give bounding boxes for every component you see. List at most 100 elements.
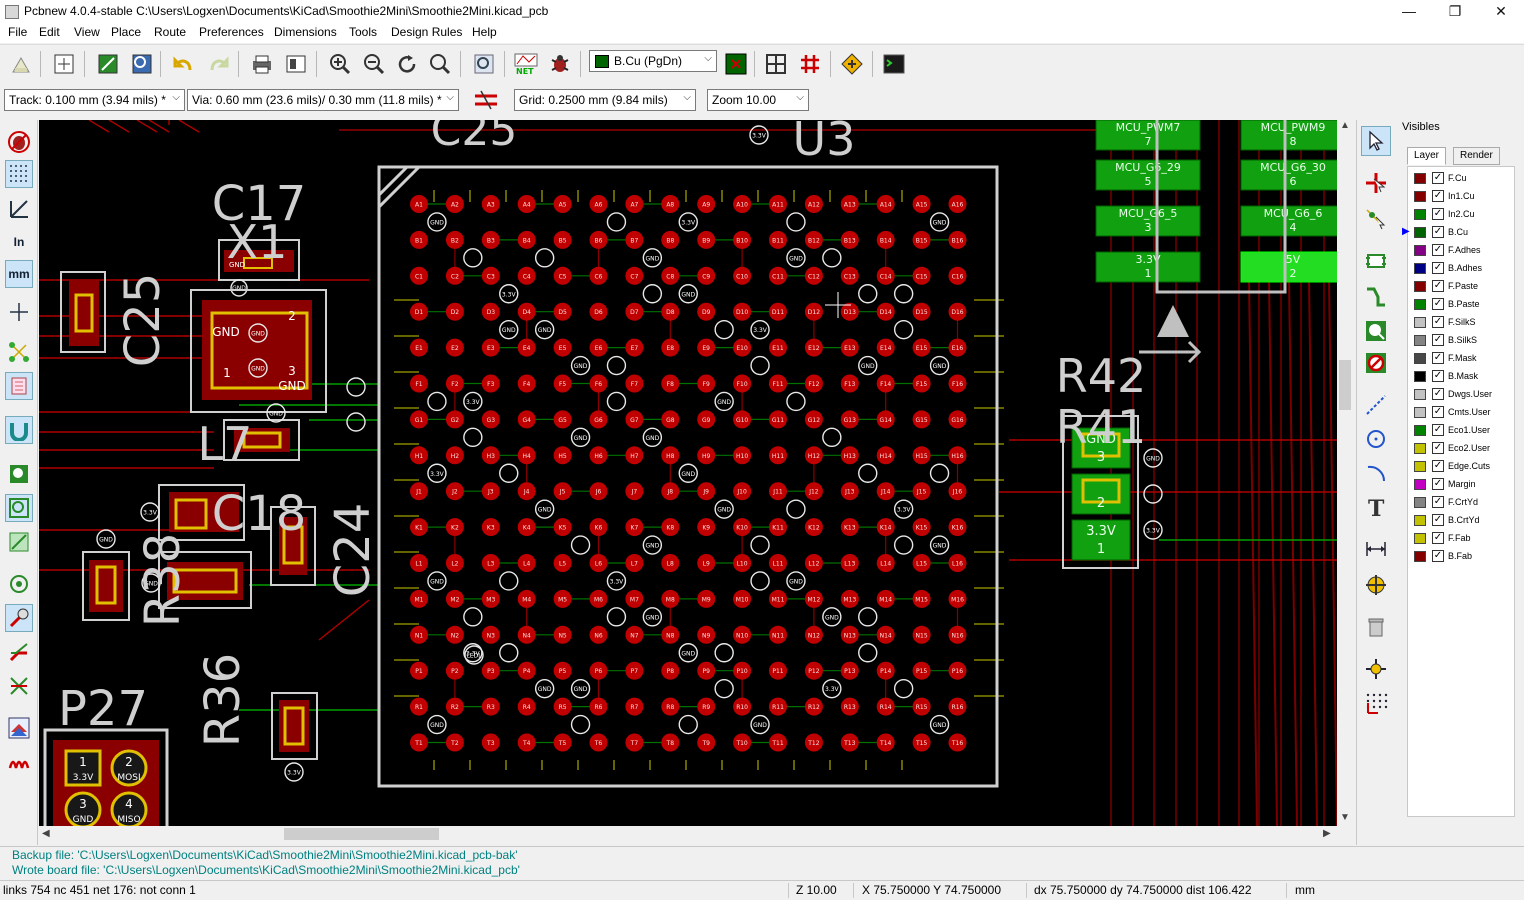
highlight-net-button[interactable] [1361,168,1391,198]
layer-row-f-mask[interactable]: ✓F.Mask [1408,350,1514,368]
local-ratsnest-button[interactable] [1361,204,1391,234]
drc-button[interactable] [546,50,574,78]
add-target-button[interactable] [1361,570,1391,600]
auto-track-width-button[interactable] [472,86,500,114]
grid-select[interactable]: Grid: 0.2500 mm (9.84 mils) ⌵ [514,89,696,111]
layer-color-swatch[interactable] [1414,353,1426,364]
vias-sketch-button[interactable] [5,604,33,632]
layer-visible-checkbox[interactable]: ✓ [1432,532,1444,544]
layer-row-f-fab[interactable]: ✓F.Fab [1408,530,1514,548]
layer-visible-checkbox[interactable]: ✓ [1432,352,1444,364]
select-tool-button[interactable] [1361,126,1391,156]
undo-button[interactable] [170,50,198,78]
layer-visible-checkbox[interactable]: ✓ [1432,262,1444,274]
layer-color-swatch[interactable] [1414,497,1426,508]
layer-color-swatch[interactable] [1414,263,1426,274]
layer-visible-checkbox[interactable]: ✓ [1432,280,1444,292]
add-line-button[interactable] [1361,390,1391,420]
add-zone-button[interactable] [1361,316,1391,346]
menu-tools[interactable]: Tools [349,25,378,39]
layer-color-swatch[interactable] [1414,461,1426,472]
vscroll-thumb[interactable] [1339,360,1351,410]
layer-visible-checkbox[interactable]: ✓ [1432,208,1444,220]
scroll-down-icon[interactable]: ▼ [1340,812,1350,823]
auto-delete-track-button[interactable] [5,416,33,444]
layer-row-edge-cuts[interactable]: ✓Edge.Cuts [1408,458,1514,476]
show-microwave-button[interactable] [762,50,790,78]
show-zones-button[interactable] [5,460,33,488]
show-zones-outline-button[interactable] [5,494,33,522]
layer-visible-checkbox[interactable]: ✓ [1432,424,1444,436]
layer-row-eco1-user[interactable]: ✓Eco1.User [1408,422,1514,440]
show-ratsnest-button[interactable] [5,338,33,366]
layer-row-f-cu[interactable]: ✓F.Cu [1408,170,1514,188]
layer-row-f-paste[interactable]: ✓F.Paste [1408,278,1514,296]
close-button[interactable]: ✕ [1495,3,1507,19]
layer-visible-checkbox[interactable]: ✓ [1432,370,1444,382]
layer-visible-checkbox[interactable]: ✓ [1432,190,1444,202]
track-width-select[interactable]: Track: 0.100 mm (3.94 mils) * ⌵ [4,89,185,111]
add-arc-button[interactable] [1361,458,1391,488]
menu-design-rules[interactable]: Design Rules [391,25,463,39]
menu-route[interactable]: Route [154,25,187,39]
units-inch-button[interactable]: In [13,235,25,249]
new-board-button[interactable] [7,50,35,78]
layer-row-cmts-user[interactable]: ✓Cmts.User [1408,404,1514,422]
layer-row-b-paste[interactable]: ✓B.Paste [1408,296,1514,314]
find-button[interactable] [470,50,498,78]
zoom-in-button[interactable] [326,50,354,78]
menu-view[interactable]: View [74,25,100,39]
layer-row-in1-cu[interactable]: ✓In1.Cu [1408,188,1514,206]
drc-off-button[interactable] [5,128,33,156]
print-button[interactable] [248,50,276,78]
set-drill-origin-button[interactable] [1361,654,1391,684]
minimize-button[interactable]: — [1402,3,1416,19]
layer-color-swatch[interactable] [1414,407,1426,418]
high-contrast-button[interactable] [5,672,33,700]
netlist-button[interactable]: NET [512,50,540,78]
maximize-button[interactable]: ❐ [1448,3,1462,19]
layer-visible-checkbox[interactable]: ✓ [1432,298,1444,310]
layer-row-margin[interactable]: ✓Margin [1408,476,1514,494]
via-size-select[interactable]: Via: 0.60 mm (23.6 mils)/ 0.30 mm (11.8 … [187,89,459,111]
layer-color-swatch[interactable] [1414,335,1426,346]
layer-color-swatch[interactable] [1414,551,1426,562]
layer-row-b-adhes[interactable]: ✓B.Adhes [1408,260,1514,278]
cursor-shape-button[interactable] [5,298,33,326]
scroll-up-icon[interactable]: ▲ [1340,120,1350,131]
tab-render[interactable]: Render [1453,147,1500,165]
layer-visible-checkbox[interactable]: ✓ [1432,478,1444,490]
page-settings-button[interactable] [50,50,78,78]
autoplace-button[interactable] [796,50,824,78]
hide-zones-button[interactable] [5,528,33,556]
layer-visible-checkbox[interactable]: ✓ [1432,550,1444,562]
scroll-right-icon[interactable]: ▶ [1323,828,1331,839]
layer-visible-checkbox[interactable]: ✓ [1432,460,1444,472]
layer-color-swatch[interactable] [1414,389,1426,400]
layer-color-swatch[interactable] [1414,173,1426,184]
layer-color-swatch[interactable] [1414,209,1426,220]
layer-color-swatch[interactable] [1414,299,1426,310]
show-grid-button[interactable] [5,160,33,188]
scroll-left-icon[interactable]: ◀ [42,828,50,839]
tab-layer[interactable]: Layer [1407,147,1447,165]
layer-color-swatch[interactable] [1414,443,1426,454]
layer-row-eco2-user[interactable]: ✓Eco2.User [1408,440,1514,458]
layer-row-b-cu[interactable]: ▶✓B.Cu [1402,224,1514,242]
module-ratsnest-button[interactable] [5,372,33,400]
layer-color-swatch[interactable] [1414,479,1426,490]
layer-visible-checkbox[interactable]: ✓ [1432,514,1444,526]
layer-visible-checkbox[interactable]: ✓ [1432,496,1444,508]
layer-color-swatch[interactable] [1414,371,1426,382]
layer-row-f-silks[interactable]: ✓F.SilkS [1408,314,1514,332]
delete-tool-button[interactable] [1361,612,1391,642]
menu-file[interactable]: File [8,25,28,39]
canvas-vertical-scrollbar[interactable]: ▲ ▼ [1337,120,1353,826]
add-footprint-button[interactable] [1361,246,1391,276]
hscroll-thumb[interactable] [284,828,439,840]
zoom-fit-button[interactable] [426,50,454,78]
scripting-console-button[interactable] [880,50,908,78]
